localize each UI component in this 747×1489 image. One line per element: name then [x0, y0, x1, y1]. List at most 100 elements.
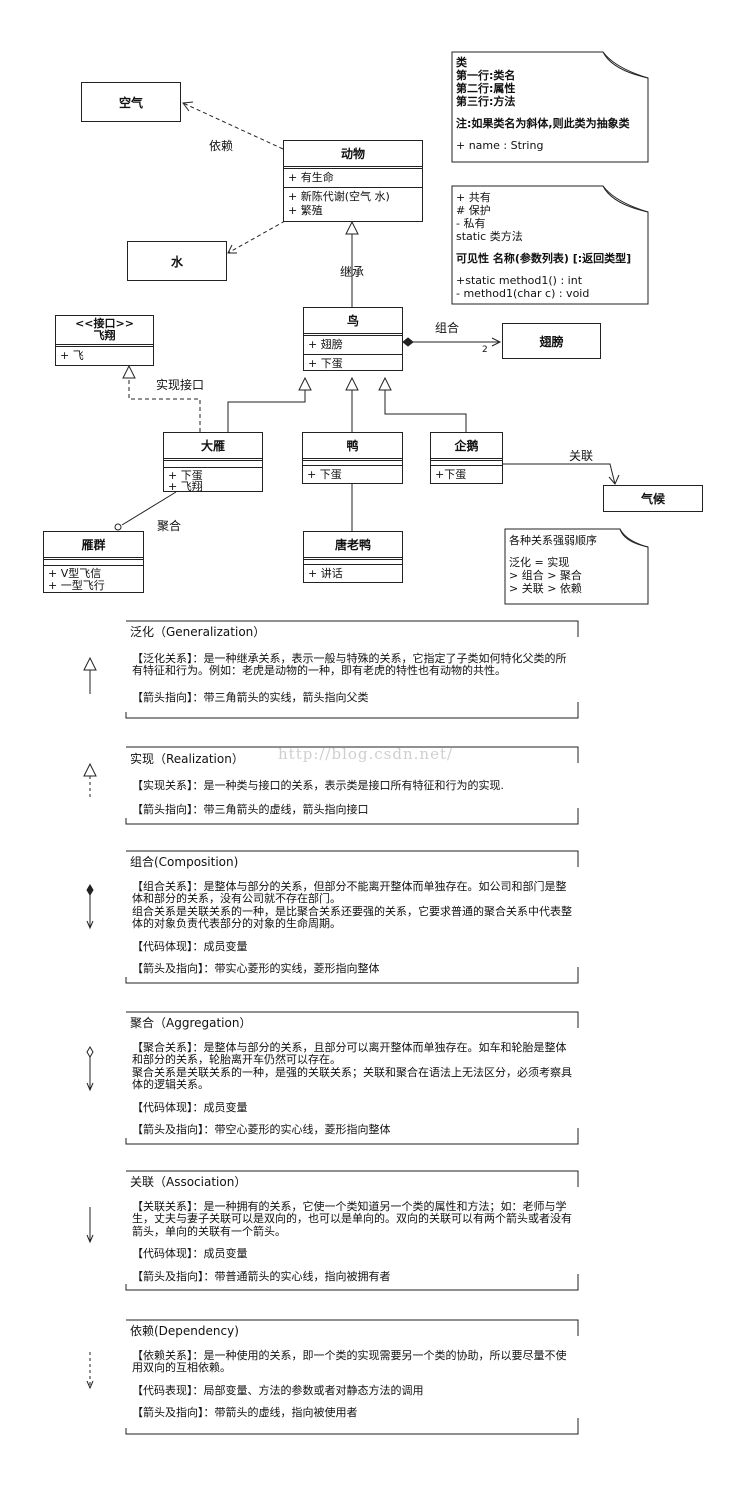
- class-goose-flock-attributes: [44, 560, 143, 566]
- legend-paragraph: 【代码表现】：局部变量、方法的参数或者对静态方法的调用: [132, 1383, 424, 1397]
- note-line: > 组合 > 聚合: [509, 569, 582, 582]
- note-line: 泛化 = 实现: [509, 556, 570, 569]
- class-penguin-attributes: [431, 461, 502, 466]
- note-line: + name : String: [456, 139, 544, 152]
- class-bird-attribute: + 翅膀: [304, 336, 402, 355]
- note-line: - method1(char c) : void: [456, 287, 590, 300]
- class-goose-flock-name: 雁群: [44, 532, 143, 560]
- class-animal-method: + 繁殖: [288, 204, 323, 217]
- class-bird-method: + 下蛋: [308, 357, 343, 370]
- class-wing[interactable]: 翅膀: [502, 323, 601, 359]
- legend-title: 实现（Realization）: [130, 752, 244, 766]
- inheritance-duck-bird: [345, 376, 359, 432]
- class-duck-attributes: [303, 461, 402, 466]
- legend-paragraph: 【箭头指向】：带三角箭头的实线，箭头指向父类: [132, 690, 369, 704]
- dependency-animal-water: [227, 220, 286, 254]
- class-duck-method: + 下蛋: [307, 468, 342, 481]
- legend-association: 关联（Association） 【关联关系】：是一种拥有的关系，它使一个类知道另…: [126, 1176, 578, 1283]
- note-spacer: [456, 243, 631, 252]
- legend-symbol-dependency: [86, 1352, 94, 1390]
- note-line: 可见性 名称(参数列表) [:返回类型]: [456, 252, 632, 265]
- legend-paragraph: 【聚合关系】：是整体与部分的关系，且部分可以离开整体而单独存在。如车和轮胎是整体…: [132, 1040, 572, 1091]
- interface-fly-header: <<接口>> 飞翔: [56, 316, 153, 347]
- note-spacer: [456, 130, 630, 139]
- class-duck[interactable]: 鸭 + 下蛋: [302, 432, 403, 484]
- legend-paragraph: 【关联关系】：是一种拥有的关系，它使一个类知道另一个类的属性和方法；如：老师与学…: [132, 1199, 572, 1238]
- interface-fly-stereotype: <<接口>>: [75, 317, 134, 330]
- note-spacer: [456, 108, 630, 117]
- legend-title: 组合(Composition): [130, 855, 239, 869]
- class-goose-flock-method: + 一型飞行: [48, 579, 105, 592]
- note-strength-order: 各种关系强弱顺序 泛化 = 实现 > 组合 > 聚合 > 关联 > 依赖: [509, 534, 597, 595]
- class-animal-method: + 新陈代谢(空气 水): [288, 190, 390, 203]
- association-penguin-climate: [503, 463, 620, 485]
- note-class-format: 类 第一行:类名 第二行:属性 第三行:方法 注:如果类名为斜体,则此类为抽象类…: [456, 56, 630, 152]
- label-composition: 组合: [435, 321, 460, 335]
- legend-title: 关联（Association）: [130, 1175, 247, 1189]
- legend-symbol-realization: [83, 762, 97, 800]
- class-bird-name: 鸟: [304, 308, 402, 336]
- label-inheritance: 继承: [340, 265, 365, 279]
- class-goose-flock-method: + V型飞信: [48, 567, 102, 580]
- inheritance-goose-bird: [227, 376, 312, 432]
- class-donald-duck-method: + 讲话: [308, 567, 343, 580]
- legend-symbol-aggregation: [86, 1046, 94, 1092]
- note-line: - 私有: [456, 217, 486, 230]
- dependency-animal-air: [182, 101, 284, 150]
- class-bird[interactable]: 鸟 + 翅膀 + 下蛋: [303, 307, 403, 371]
- class-animal-attribute: + 有生命: [284, 169, 422, 188]
- note-line: 第二行:属性: [456, 82, 516, 95]
- legend-generalization: 泛化（Generalization） 【泛化关系】：是一种继承关系，表示一般与特…: [126, 626, 578, 704]
- legend-title: 泛化（Generalization）: [130, 625, 266, 639]
- note-line: 第三行:方法: [456, 95, 516, 108]
- class-goose-methods: + 下蛋 + 飞翔: [164, 468, 262, 494]
- class-goose-method: + 飞翔: [168, 480, 203, 493]
- legend-paragraph: 【箭头及指向】：带箭头的虚线，指向被使用者: [132, 1406, 358, 1419]
- interface-fly-method: + 飞: [60, 349, 84, 362]
- legend-paragraph: 【箭头及指向】：带实心菱形的实线，菱形指向整体: [132, 962, 380, 975]
- legend-composition: 组合(Composition) 【组合关系】：是整体与部分的关系，但部分不能离开…: [126, 856, 578, 976]
- class-goose[interactable]: 大雁 + 下蛋 + 飞翔: [163, 432, 263, 492]
- interface-fly[interactable]: <<接口>> 飞翔 + 飞: [55, 315, 154, 366]
- class-animal-name: 动物: [284, 141, 422, 169]
- class-water[interactable]: 水: [127, 241, 227, 281]
- legend-paragraph: 【组合关系】：是整体与部分的关系，但部分不能离开整体而单独存在。如公司和部门是整…: [132, 879, 572, 930]
- class-animal-methods: + 新陈代谢(空气 水) + 繁殖: [284, 188, 422, 220]
- class-donald-duck[interactable]: 唐老鸭 + 讲话: [303, 531, 403, 583]
- legend-title: 依赖(Dependency): [130, 1324, 239, 1338]
- legend-frames: [125, 620, 579, 1435]
- class-goose-name: 大雁: [164, 433, 262, 461]
- class-goose-flock-methods: + V型飞信 + 一型飞行: [44, 566, 143, 594]
- note-line: > 关联 > 依赖: [509, 582, 582, 595]
- class-penguin[interactable]: 企鹅 +下蛋: [430, 432, 503, 484]
- note-line: 类: [456, 56, 467, 69]
- class-climate-name: 气候: [640, 492, 665, 506]
- legend-paragraph: 【实现关系】：是一种类与接口的关系，表示类是接口所有特征和行为的实现.: [132, 778, 504, 792]
- note-fold-class: [451, 51, 649, 163]
- realization-goose-fly: [122, 364, 201, 432]
- legend-symbol-generalization: [83, 656, 97, 694]
- watermark: http://blog.csdn.net/: [278, 745, 454, 763]
- inheritance-bird-animal: [345, 220, 359, 307]
- legend-paragraph: 【代码体现】：成员变量: [132, 1100, 248, 1114]
- legend-paragraph: 【泛化关系】：是一种继承关系，表示一般与特殊的关系，它指定了子类如何特化父类的所…: [132, 651, 567, 677]
- label-composition-multiplicity: 2: [482, 345, 488, 355]
- class-climate[interactable]: 气候: [603, 485, 703, 512]
- composition-bird-wing: [402, 337, 502, 347]
- legend-paragraph: 【箭头指向】：带三角箭头的虚线，箭头指向接口: [132, 803, 369, 816]
- legend-paragraph: 【依赖关系】：是一种使用的关系，即一个类的实现需要另一个类的协助，所以要尽量不使…: [132, 1348, 567, 1374]
- label-dependency: 依赖: [209, 139, 234, 153]
- class-air-name: 空气: [118, 95, 143, 110]
- note-line: + 共有: [456, 191, 491, 204]
- legend-paragraph: 【箭头及指向】：带普通箭头的实心线，指向被拥有者: [132, 1269, 391, 1283]
- label-realization: 实现接口: [156, 378, 205, 392]
- class-goose-flock[interactable]: 雁群 + V型飞信 + 一型飞行: [43, 531, 144, 593]
- class-air[interactable]: 空气: [81, 82, 181, 122]
- class-water-name: 水: [170, 254, 183, 269]
- class-animal[interactable]: 动物 + 有生命 + 新陈代谢(空气 水) + 繁殖: [283, 140, 423, 222]
- class-donald-duck-attributes: [304, 560, 402, 565]
- legend-dependency: 依赖(Dependency) 【依赖关系】：是一种使用的关系，即一个类的实现需要…: [126, 1325, 578, 1420]
- class-duck-name: 鸭: [303, 433, 402, 461]
- note-line: 注:如果类名为斜体,则此类为抽象类: [456, 117, 630, 130]
